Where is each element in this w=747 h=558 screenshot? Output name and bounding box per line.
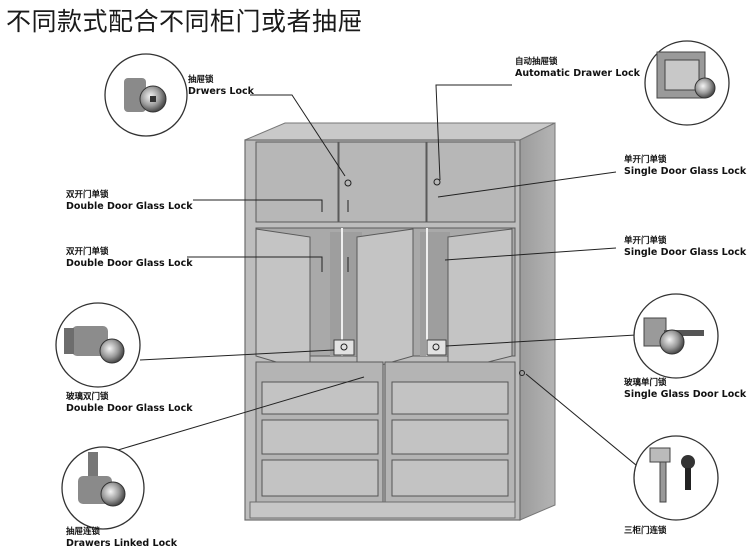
drawer-l1 bbox=[261, 381, 379, 415]
keyhole-auto-drawer bbox=[433, 178, 441, 186]
label-double-door-glass-lock-2: 双开门单锁 Double Door Glass Lock bbox=[66, 246, 193, 270]
top-compartment-2 bbox=[338, 141, 427, 223]
label-three-cabinet-linked-lock: 三柜门连锁 bbox=[624, 525, 667, 537]
lock-plate-single-door bbox=[426, 339, 447, 356]
keyhole-side bbox=[519, 370, 525, 376]
label-glass-double-door-lock: 玻璃双门锁 Double Door Glass Lock bbox=[66, 391, 193, 415]
label-zh: 抽屉连锁 bbox=[66, 527, 101, 537]
label-en: Double Door Glass Lock bbox=[66, 403, 193, 414]
drawers-linked-lock-icon bbox=[61, 446, 145, 530]
middle-inner-panel-right bbox=[420, 232, 450, 356]
label-zh: 单开门单锁 bbox=[624, 236, 667, 246]
label-en: Automatic Drawer Lock bbox=[515, 68, 640, 79]
label-en: Drwers Lock bbox=[188, 86, 254, 97]
drawer-r1 bbox=[391, 381, 509, 415]
drawer-lock-icon bbox=[104, 53, 188, 137]
label-single-door-glass-lock-1: 单开门单锁 Single Door Glass Lock bbox=[624, 154, 746, 178]
glass-door-center-open bbox=[356, 228, 414, 373]
three-cabinet-linked-lock-icon bbox=[633, 435, 719, 521]
label-zh: 三柜门连锁 bbox=[624, 526, 667, 536]
top-compartment-1 bbox=[255, 141, 339, 223]
keyhole-drawer bbox=[344, 179, 352, 187]
drawer-r2 bbox=[391, 419, 509, 455]
label-zh: 双开门单锁 bbox=[66, 190, 109, 200]
label-zh: 玻璃单门锁 bbox=[624, 378, 667, 388]
glass-door-right-open bbox=[447, 228, 513, 373]
page-title: 不同款式配合不同柜门或者抽屉 bbox=[6, 7, 364, 36]
glass-double-door-lock-icon bbox=[55, 302, 141, 388]
label-zh: 玻璃双门锁 bbox=[66, 392, 109, 402]
glass-single-door-lock-icon bbox=[633, 293, 719, 379]
label-drawers-linked-lock: 抽屉连锁 Drawers Linked Lock bbox=[66, 526, 177, 550]
label-en: Single Door Glass Lock bbox=[624, 247, 747, 258]
label-en: Single Door Glass Lock bbox=[624, 166, 747, 177]
cabinet-base bbox=[249, 501, 516, 519]
lock-plate-double-door bbox=[333, 339, 355, 356]
label-en: Drawers Linked Lock bbox=[66, 538, 178, 549]
label-en: Double Door Glass Lock bbox=[66, 201, 193, 212]
label-zh: 双开门单锁 bbox=[66, 247, 109, 257]
label-single-door-glass-lock-2: 单开门单锁 Single Door Glass Lock bbox=[624, 235, 746, 259]
glass-door-left-open bbox=[255, 228, 311, 373]
label-glass-single-door-lock: 玻璃单门锁 Single Glass Door Lock bbox=[624, 377, 746, 401]
drawer-r3 bbox=[391, 459, 509, 497]
drawer-l3 bbox=[261, 459, 379, 497]
label-zh: 抽屉锁 bbox=[188, 75, 214, 85]
label-auto-drawer-lock: 自动抽屉锁 Automatic Drawer Lock bbox=[515, 56, 640, 80]
label-en: Double Door Glass Lock bbox=[66, 258, 193, 269]
cabinet bbox=[244, 122, 556, 521]
label-double-door-glass-lock-1: 双开门单锁 Double Door Glass Lock bbox=[66, 189, 193, 213]
automatic-drawer-lock-icon bbox=[644, 40, 730, 126]
label-en: Single Glass Door Lock bbox=[624, 389, 747, 400]
top-compartment-3 bbox=[426, 141, 516, 223]
label-zh: 自动抽屉锁 bbox=[515, 57, 558, 67]
label-zh: 单开门单锁 bbox=[624, 155, 667, 165]
label-drawer-lock: 抽屉锁 Drwers Lock bbox=[188, 74, 254, 98]
drawer-l2 bbox=[261, 419, 379, 455]
leader-lines bbox=[117, 84, 649, 476]
cabinet-top bbox=[244, 122, 556, 141]
